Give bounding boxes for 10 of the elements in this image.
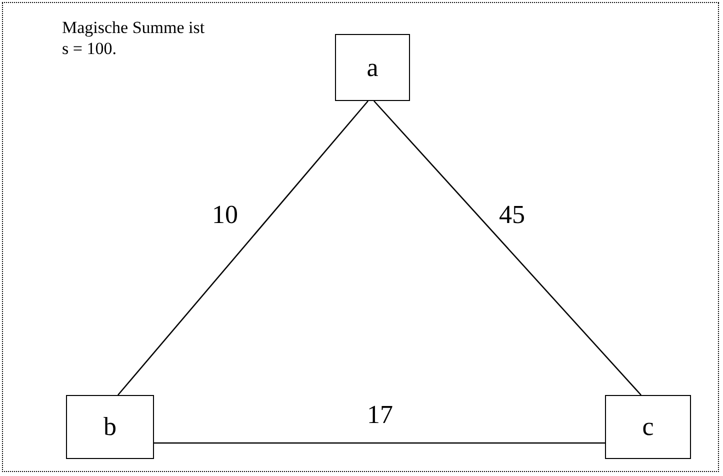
connector-line <box>374 100 642 396</box>
note-text: Magische Summe ist s = 100. <box>62 17 206 60</box>
node-box <box>335 34 410 101</box>
connector-line <box>154 442 605 444</box>
node-box <box>66 395 154 459</box>
connector-line <box>118 100 368 396</box>
node-label: c <box>642 412 654 442</box>
node-label: b <box>104 412 116 442</box>
node-label: a <box>366 52 378 82</box>
node-box <box>605 395 691 459</box>
